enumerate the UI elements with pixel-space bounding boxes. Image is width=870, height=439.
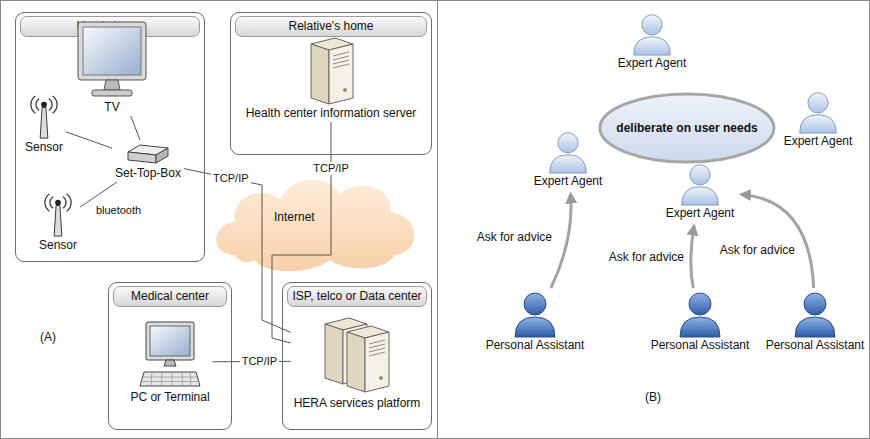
- edge-label: TCP/IP: [311, 162, 350, 175]
- icon: [76, 20, 148, 100]
- region-title: ISP, telco or Data center: [287, 286, 427, 307]
- node-label: Sensor: [25, 140, 63, 154]
- node-label: Internet: [274, 210, 315, 224]
- panel-label: (A): [40, 330, 56, 344]
- personal-assistant: Personal Assistant: [483, 288, 588, 354]
- node-label: Expert Agent: [534, 174, 603, 188]
- icon: [126, 142, 170, 166]
- edge-label: TCP/IP: [211, 172, 250, 185]
- medical-region: Medical center PC or Terminal: [108, 282, 232, 430]
- edge-label: Ask for advice: [720, 243, 795, 257]
- node-label: Personal Assistant: [766, 338, 865, 352]
- edge-label: TCP/IP: [240, 355, 279, 368]
- edge-label: bluetooth: [94, 204, 143, 217]
- icon: [138, 320, 202, 390]
- set-top-box: Set-Top-Box: [112, 140, 184, 182]
- tv-device: TV: [73, 18, 151, 116]
- icon: [30, 94, 58, 140]
- deliberation-ellipse: deliberate on user needs: [598, 92, 776, 164]
- icon: [677, 162, 723, 206]
- panel-label: (B): [645, 390, 661, 404]
- icon: [545, 130, 591, 174]
- pc-terminal: PC or Terminal: [127, 318, 212, 406]
- personal-assistant: Personal Assistant: [648, 288, 753, 354]
- node-label: deliberate on user needs: [616, 121, 757, 135]
- network-link: [131, 116, 140, 140]
- node-label: PC or Terminal: [130, 390, 209, 404]
- network-link: [184, 169, 291, 333]
- icon: [44, 192, 72, 238]
- expert-agent: Expert Agent: [531, 128, 606, 190]
- advice-arrow: [691, 226, 694, 288]
- node-label: Set-Top-Box: [115, 166, 181, 180]
- home-region: User's homeTVSensorSet-Top-BoxSensor: [15, 12, 205, 262]
- server-device: Health center information server: [243, 32, 420, 122]
- expert-agent: Expert Agent: [781, 88, 856, 150]
- expert-agent: Expert Agent: [615, 10, 690, 72]
- node-label: Expert Agent: [666, 206, 735, 220]
- edge-label: Ask for advice: [477, 230, 552, 244]
- node-label: Personal Assistant: [486, 338, 585, 352]
- icon: [305, 34, 357, 106]
- node-label: Personal Assistant: [651, 338, 750, 352]
- node-label: Expert Agent: [618, 56, 687, 70]
- icon: [509, 290, 561, 338]
- platform-server: HERA services platform: [291, 310, 424, 412]
- expert-agent: Expert Agent: [663, 160, 738, 222]
- icon: [789, 290, 841, 338]
- sensor-device: Sensor: [36, 190, 80, 254]
- icon: [319, 312, 395, 396]
- node-label: HERA services platform: [294, 396, 421, 410]
- datacenter-region: ISP, telco or Data centerHERA services p…: [282, 282, 432, 430]
- icon: [674, 290, 726, 338]
- node-label: Health center information server: [246, 106, 417, 120]
- advice-arrow: [741, 194, 813, 288]
- edge-label: Ask for advice: [609, 250, 684, 264]
- icon: [629, 12, 675, 56]
- node-label: Expert Agent: [784, 134, 853, 148]
- region-title: Relative's home: [235, 16, 427, 37]
- region-title: Medical center: [113, 286, 227, 307]
- network-link: [272, 122, 331, 343]
- sensor-device: Sensor: [22, 92, 66, 156]
- advice-arrow: [551, 194, 571, 288]
- node-label: TV: [104, 100, 119, 114]
- network-link: [66, 132, 112, 148]
- relative-home-region: Relative's homeHealth center information…: [230, 12, 432, 155]
- personal-assistant: Personal Assistant: [763, 288, 868, 354]
- icon: [795, 90, 841, 134]
- node-label: Sensor: [39, 238, 77, 252]
